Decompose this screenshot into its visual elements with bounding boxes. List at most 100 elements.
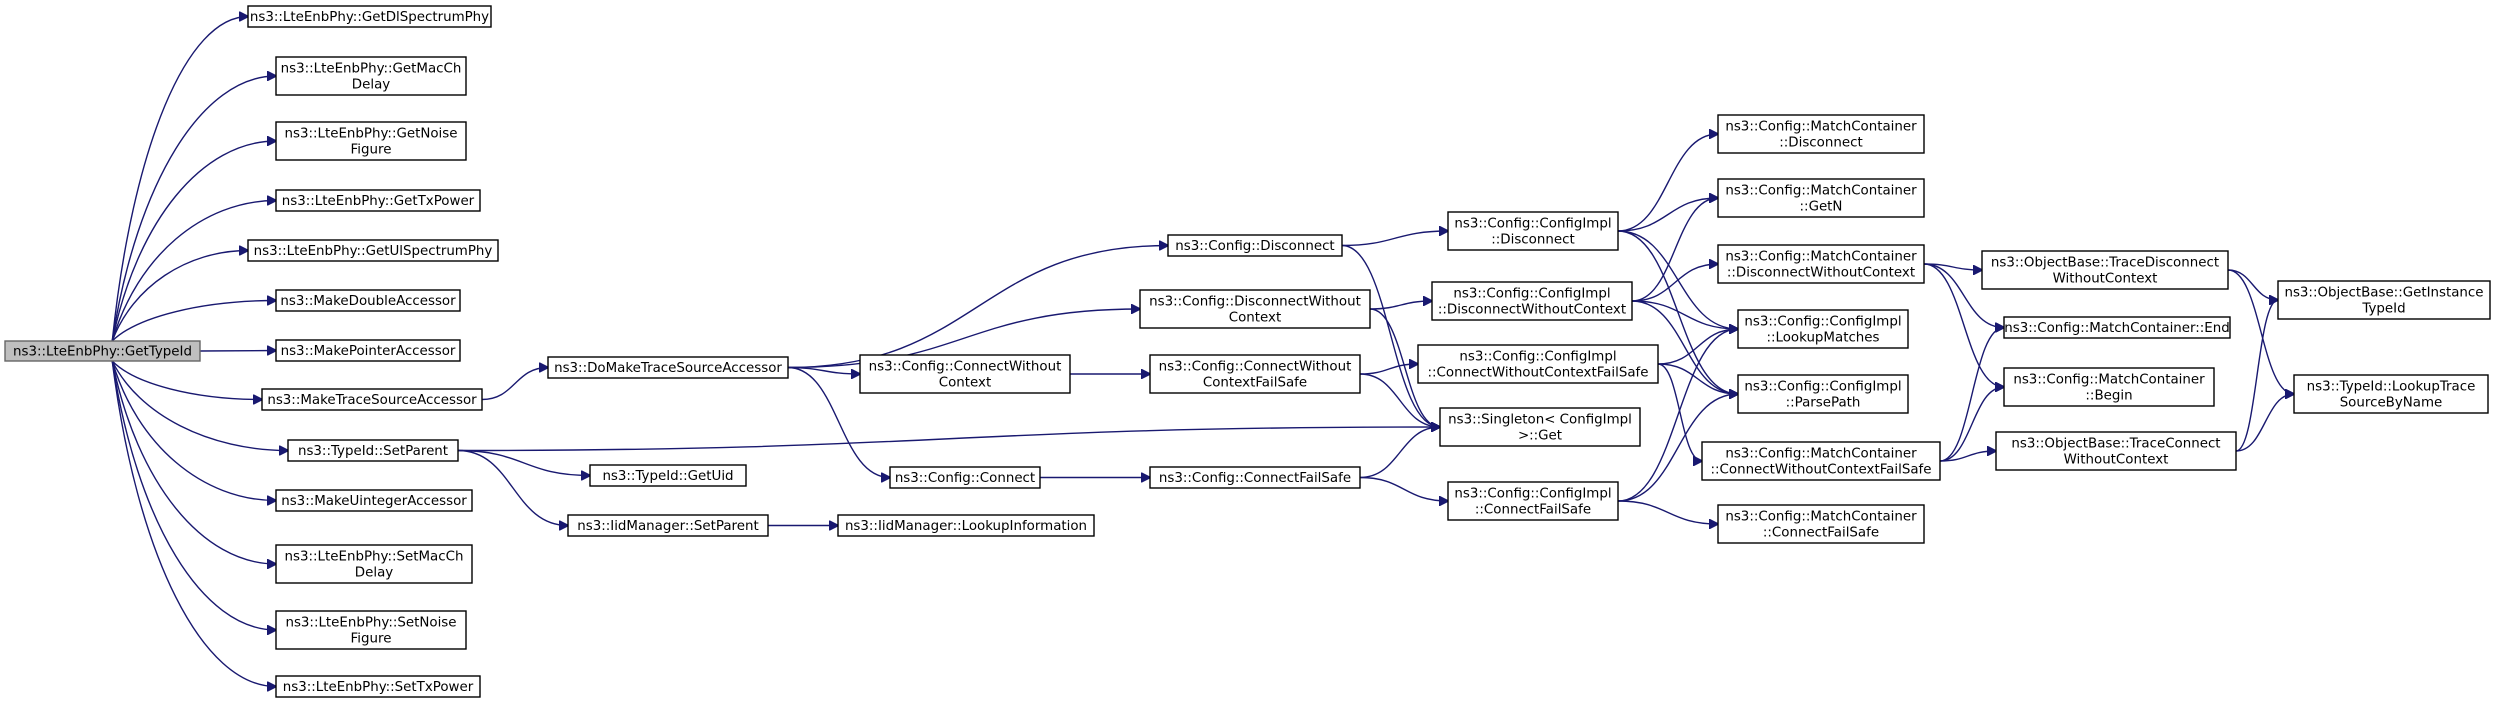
node-mcend[interactable]: ns3::Config::MatchContainer::End [2003, 316, 2231, 339]
node-label: ::ConnectFailSafe [1763, 526, 1879, 541]
node-box [1149, 354, 1361, 394]
node-mcgetn[interactable]: ns3::Config::MatchContainer::GetN [1717, 178, 1925, 218]
node-cfgdiscwo[interactable]: ns3::Config::DisconnectWithoutContext [1139, 289, 1371, 329]
edge-root-to-setnoise [111, 360, 276, 630]
node-box [275, 189, 481, 212]
node-mcconnwofs[interactable]: ns3::Config::MatchContainer::ConnectWith… [1701, 441, 1941, 481]
node-mcdiscwo[interactable]: ns3::Config::MatchContainer::DisconnectW… [1717, 244, 1925, 284]
node-box [1167, 234, 1343, 257]
node-box [287, 439, 459, 462]
node-iidset[interactable]: ns3::IidManager::SetParent [567, 514, 769, 537]
node-mcconnfs[interactable]: ns3::Config::MatchContainer::ConnectFail… [1717, 504, 1925, 544]
edge-mcconnwofs-to-mcbegin [1939, 387, 2004, 462]
node-label: ns3::IidManager::SetParent [577, 519, 759, 534]
node-getuid[interactable]: ns3::TypeId::GetUid [589, 464, 747, 487]
node-box [1417, 344, 1659, 384]
node-settx[interactable]: ns3::LteEnbPhy::SetTxPower [275, 675, 481, 698]
node-cfgdisc[interactable]: ns3::Config::Disconnect [1167, 234, 1343, 257]
node-obtraceconn[interactable]: ns3::ObjectBase::TraceConnectWithoutCont… [1995, 431, 2237, 471]
node-cfgconnwo[interactable]: ns3::Config::ConnectWithoutContext [859, 354, 1071, 394]
node-label: ns3::ObjectBase::TraceConnect [2011, 437, 2220, 452]
edge-root-to-getnoise [111, 141, 276, 342]
node-label: ns3::Config::DisconnectWithout [1149, 295, 1361, 310]
node-box [547, 356, 789, 379]
node-box [1701, 441, 1941, 481]
node-box [275, 489, 473, 512]
edges-layer [111, 17, 2294, 687]
node-box [2293, 374, 2489, 414]
node-label: ns3::MakeTraceSourceAccessor [267, 393, 477, 408]
node-mcdisc[interactable]: ns3::Config::MatchContainer::Disconnect [1717, 114, 1925, 154]
edge-impldiscwo-to-mcgetn [1631, 198, 1718, 302]
node-box [261, 388, 483, 411]
node-impldisc[interactable]: ns3::Config::ConfigImpl::Disconnect [1447, 211, 1619, 251]
node-box [1447, 211, 1619, 251]
node-box [275, 675, 481, 698]
node-label: ::LookupMatches [1766, 331, 1879, 346]
node-implconnfs[interactable]: ns3::Config::ConfigImpl::ConnectFailSafe [1447, 481, 1619, 521]
edge-impldiscwo-to-lookupmatches [1631, 300, 1738, 329]
node-label: ContextFailSafe [1203, 376, 1307, 391]
node-getdl[interactable]: ns3::LteEnbPhy::GetDlSpectrumPhy [247, 5, 492, 28]
node-parsepath[interactable]: ns3::Config::ConfigImpl::ParsePath [1737, 374, 1909, 414]
node-label: ns3::LteEnbPhy::GetUlSpectrumPhy [254, 244, 493, 259]
edge-setparent-to-singleton [457, 427, 1440, 452]
node-obtracedisc[interactable]: ns3::ObjectBase::TraceDisconnectWithoutC… [1981, 250, 2229, 290]
node-cfgconn[interactable]: ns3::Config::Connect [889, 466, 1041, 489]
node-label: ::ParsePath [1786, 396, 1861, 411]
edge-cfgdiscwo-to-singleton [1369, 308, 1440, 427]
node-label: ::GetN [1800, 200, 1843, 215]
edge-obtracedisc-to-obgetinst [2227, 269, 2278, 300]
edge-cfgdisc-to-impldisc [1341, 231, 1448, 247]
node-mkuint[interactable]: ns3::MakeUintegerAccessor [275, 489, 473, 512]
node-getul[interactable]: ns3::LteEnbPhy::GetUlSpectrumPhy [247, 239, 499, 262]
node-label: ::DisconnectWithoutContext [1438, 303, 1626, 318]
node-box [275, 610, 467, 650]
node-label: ns3::Config::Disconnect [1175, 239, 1334, 254]
node-mcbegin[interactable]: ns3::Config::MatchContainer::Begin [2003, 367, 2215, 407]
edge-root-to-getdl [111, 17, 248, 342]
node-cfgconnwofs[interactable]: ns3::Config::ConnectWithoutContextFailSa… [1149, 354, 1361, 394]
node-box [1431, 281, 1633, 321]
node-setparent[interactable]: ns3::TypeId::SetParent [287, 439, 459, 462]
node-box [1717, 244, 1925, 284]
node-label: ns3::IidManager::LookupInformation [845, 519, 1087, 534]
node-gettx[interactable]: ns3::LteEnbPhy::GetTxPower [275, 189, 481, 212]
edge-root-to-getul [111, 251, 248, 342]
node-box [2277, 280, 2491, 320]
node-box [2003, 367, 2215, 407]
edge-impldisc-to-mcdisc [1617, 134, 1718, 232]
node-mkdouble[interactable]: ns3::MakeDoubleAccessor [275, 289, 461, 312]
edge-cfgconnfs-to-singleton [1359, 427, 1440, 479]
edge-cfgdiscwo-to-impldiscwo [1369, 301, 1432, 310]
edge-root-to-mkpointer [199, 351, 276, 352]
node-root[interactable]: ns3::LteEnbPhy::GetTypeId [4, 340, 201, 362]
node-cfgconnfs[interactable]: ns3::Config::ConnectFailSafe [1149, 466, 1361, 489]
node-label: ns3::ObjectBase::GetInstance [2284, 286, 2483, 301]
node-mktrace[interactable]: ns3::MakeTraceSourceAccessor [261, 388, 483, 411]
edge-obtracedisc-to-lookuptrace [2227, 269, 2294, 394]
node-box [275, 56, 467, 96]
node-singleton[interactable]: ns3::Singleton< ConfigImpl>::Get [1439, 407, 1641, 447]
node-label: >::Get [1518, 429, 1562, 444]
node-impldiscwo[interactable]: ns3::Config::ConfigImpl::DisconnectWitho… [1431, 281, 1633, 321]
node-box [1995, 431, 2237, 471]
edge-implconnwofs-to-lookupmatches [1657, 329, 1738, 365]
node-lookupmatches[interactable]: ns3::Config::ConfigImpl::LookupMatches [1737, 309, 1909, 349]
node-label: ns3::Config::ConnectFailSafe [1159, 471, 1351, 486]
node-label: ns3::LteEnbPhy::SetMacCh [285, 550, 464, 565]
edge-root-to-gettx [111, 201, 276, 342]
node-implconnwofs[interactable]: ns3::Config::ConfigImpl::ConnectWithoutC… [1417, 344, 1659, 384]
node-domake[interactable]: ns3::DoMakeTraceSourceAccessor [547, 356, 789, 379]
node-box [4, 340, 201, 362]
node-mkpointer[interactable]: ns3::MakePointerAccessor [275, 339, 461, 362]
node-iidlookup[interactable]: ns3::IidManager::LookupInformation [837, 514, 1095, 537]
node-box [247, 239, 499, 262]
